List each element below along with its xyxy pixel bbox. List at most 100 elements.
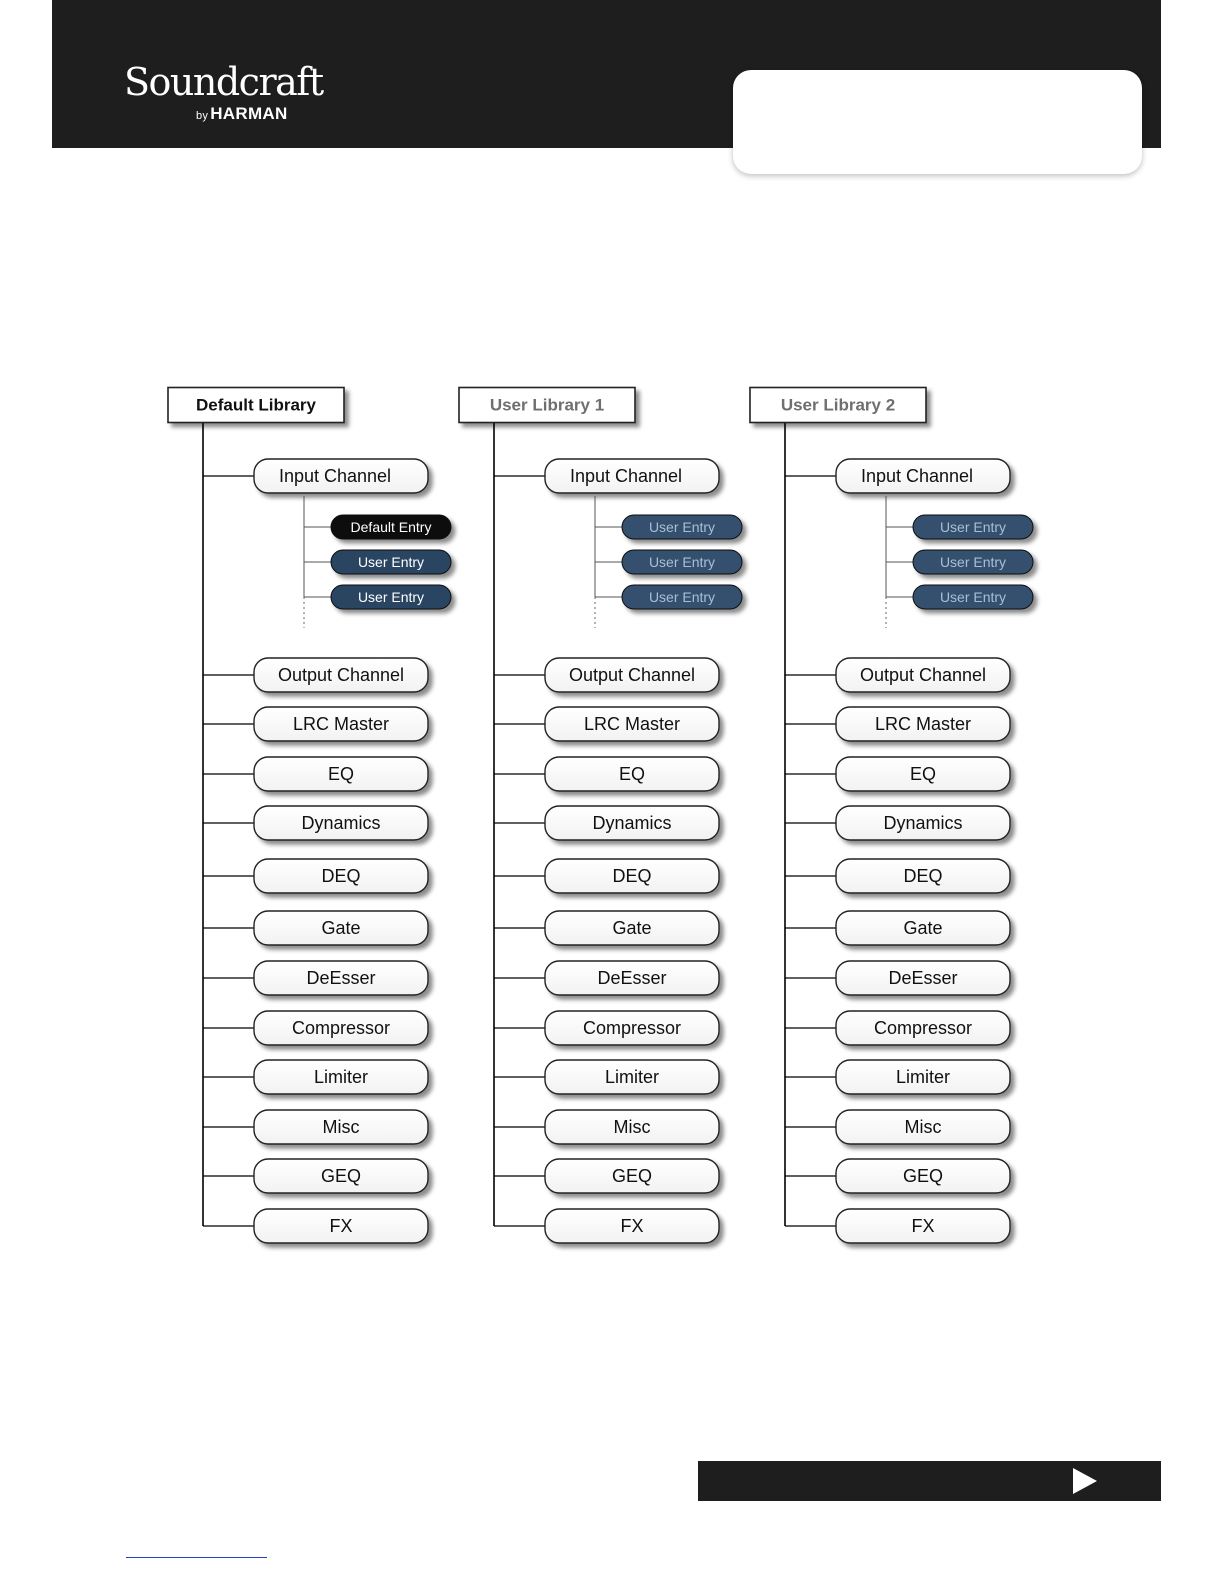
user-entry-pill[interactable]: User Entry xyxy=(330,549,452,575)
node-item[interactable]: Misc xyxy=(544,1109,720,1145)
footer-nav-bar xyxy=(698,1461,1161,1501)
node-label: Dynamics xyxy=(592,813,671,833)
node-item[interactable]: EQ xyxy=(544,756,720,792)
node-label: DEQ xyxy=(612,866,651,886)
node-item[interactable]: Output Channel xyxy=(544,657,720,693)
library-title-box[interactable]: User Library 2 xyxy=(749,386,927,424)
node-item[interactable]: Misc xyxy=(835,1109,1011,1145)
node-item[interactable]: FX xyxy=(253,1208,429,1244)
entry-label: User Entry xyxy=(940,589,1006,605)
node-item[interactable]: EQ xyxy=(253,756,429,792)
entry-label: User Entry xyxy=(358,554,424,570)
node-item[interactable]: Limiter xyxy=(253,1059,429,1095)
node-item[interactable]: Limiter xyxy=(544,1059,720,1095)
node-frame xyxy=(835,1109,1011,1145)
entry-frame xyxy=(621,514,743,540)
node-item[interactable]: LRC Master xyxy=(835,706,1011,742)
node-label: FX xyxy=(620,1216,643,1236)
node-item[interactable]: GEQ xyxy=(253,1158,429,1194)
node-item[interactable]: DEQ xyxy=(253,858,429,894)
library-title-box[interactable]: User Library 1 xyxy=(458,386,636,424)
node-frame xyxy=(253,1109,429,1145)
node-item[interactable]: DEQ xyxy=(544,858,720,894)
node-item[interactable]: Output Channel xyxy=(835,657,1011,693)
node-input-channel[interactable]: Input Channel xyxy=(544,458,720,494)
node-label: DEQ xyxy=(903,866,942,886)
node-item[interactable]: Limiter xyxy=(835,1059,1011,1095)
node-item[interactable]: FX xyxy=(835,1208,1011,1244)
node-label: Gate xyxy=(903,918,942,938)
node-frame xyxy=(253,1010,429,1046)
node-label: DeEsser xyxy=(888,968,957,988)
node-item[interactable]: GEQ xyxy=(544,1158,720,1194)
user-entry-pill[interactable]: User Entry xyxy=(912,584,1034,610)
node-item[interactable]: DeEsser xyxy=(835,960,1011,996)
default-entry-pill[interactable]: Default Entry xyxy=(330,514,452,540)
node-frame xyxy=(544,458,720,494)
node-input-channel[interactable]: Input Channel xyxy=(253,458,429,494)
node-item[interactable]: GEQ xyxy=(835,1158,1011,1194)
user-entry-pill[interactable]: User Entry xyxy=(621,584,743,610)
user-entry-pill[interactable]: User Entry xyxy=(621,549,743,575)
node-item[interactable]: DeEsser xyxy=(253,960,429,996)
user-entry-pill[interactable]: User Entry xyxy=(912,549,1034,575)
node-frame xyxy=(835,1208,1011,1244)
node-label: LRC Master xyxy=(584,714,680,734)
node-item[interactable]: LRC Master xyxy=(544,706,720,742)
node-label: Compressor xyxy=(874,1018,972,1038)
node-item[interactable]: EQ xyxy=(835,756,1011,792)
node-frame xyxy=(544,910,720,946)
node-item[interactable]: Dynamics xyxy=(253,805,429,841)
node-item[interactable]: LRC Master xyxy=(253,706,429,742)
node-frame xyxy=(253,858,429,894)
node-item[interactable]: Compressor xyxy=(835,1010,1011,1046)
node-item[interactable]: DEQ xyxy=(835,858,1011,894)
entry-label: User Entry xyxy=(940,554,1006,570)
node-label: Limiter xyxy=(314,1067,368,1087)
node-item[interactable]: Dynamics xyxy=(544,805,720,841)
node-item[interactable]: Misc xyxy=(253,1109,429,1145)
user-entry-pill[interactable]: User Entry xyxy=(621,514,743,540)
node-input-channel[interactable]: Input Channel xyxy=(835,458,1011,494)
node-label: Output Channel xyxy=(860,665,986,685)
node-frame xyxy=(835,858,1011,894)
user-entry-pill[interactable]: User Entry xyxy=(912,514,1034,540)
entry-label: User Entry xyxy=(649,519,715,535)
node-frame xyxy=(835,1059,1011,1095)
play-arrow-icon[interactable] xyxy=(1073,1468,1097,1494)
entry-frame xyxy=(330,514,452,540)
node-item[interactable]: DeEsser xyxy=(544,960,720,996)
entry-frame xyxy=(621,549,743,575)
library-title: Default Library xyxy=(196,396,317,415)
node-item[interactable]: Gate xyxy=(544,910,720,946)
node-frame xyxy=(544,805,720,841)
footer-link-underline[interactable] xyxy=(126,1557,267,1558)
node-frame xyxy=(253,910,429,946)
node-item[interactable]: FX xyxy=(544,1208,720,1244)
library-title-box[interactable]: Default Library xyxy=(167,386,345,424)
node-item[interactable]: Compressor xyxy=(253,1010,429,1046)
node-frame xyxy=(835,458,1011,494)
node-item[interactable]: Output Channel xyxy=(253,657,429,693)
node-item[interactable]: Gate xyxy=(835,910,1011,946)
node-item[interactable]: Gate xyxy=(253,910,429,946)
node-label: Output Channel xyxy=(569,665,695,685)
node-item[interactable]: Dynamics xyxy=(835,805,1011,841)
node-item[interactable]: Compressor xyxy=(544,1010,720,1046)
entry-frame xyxy=(330,549,452,575)
node-frame xyxy=(253,1059,429,1095)
node-label: FX xyxy=(329,1216,352,1236)
node-label: EQ xyxy=(328,764,354,784)
node-label: Gate xyxy=(321,918,360,938)
entry-label: Default Entry xyxy=(351,519,432,535)
user-entry-pill[interactable]: User Entry xyxy=(330,584,452,610)
node-frame xyxy=(835,1010,1011,1046)
node-label: Limiter xyxy=(896,1067,950,1087)
entry-frame xyxy=(912,514,1034,540)
node-frame xyxy=(544,1059,720,1095)
node-frame xyxy=(544,960,720,996)
